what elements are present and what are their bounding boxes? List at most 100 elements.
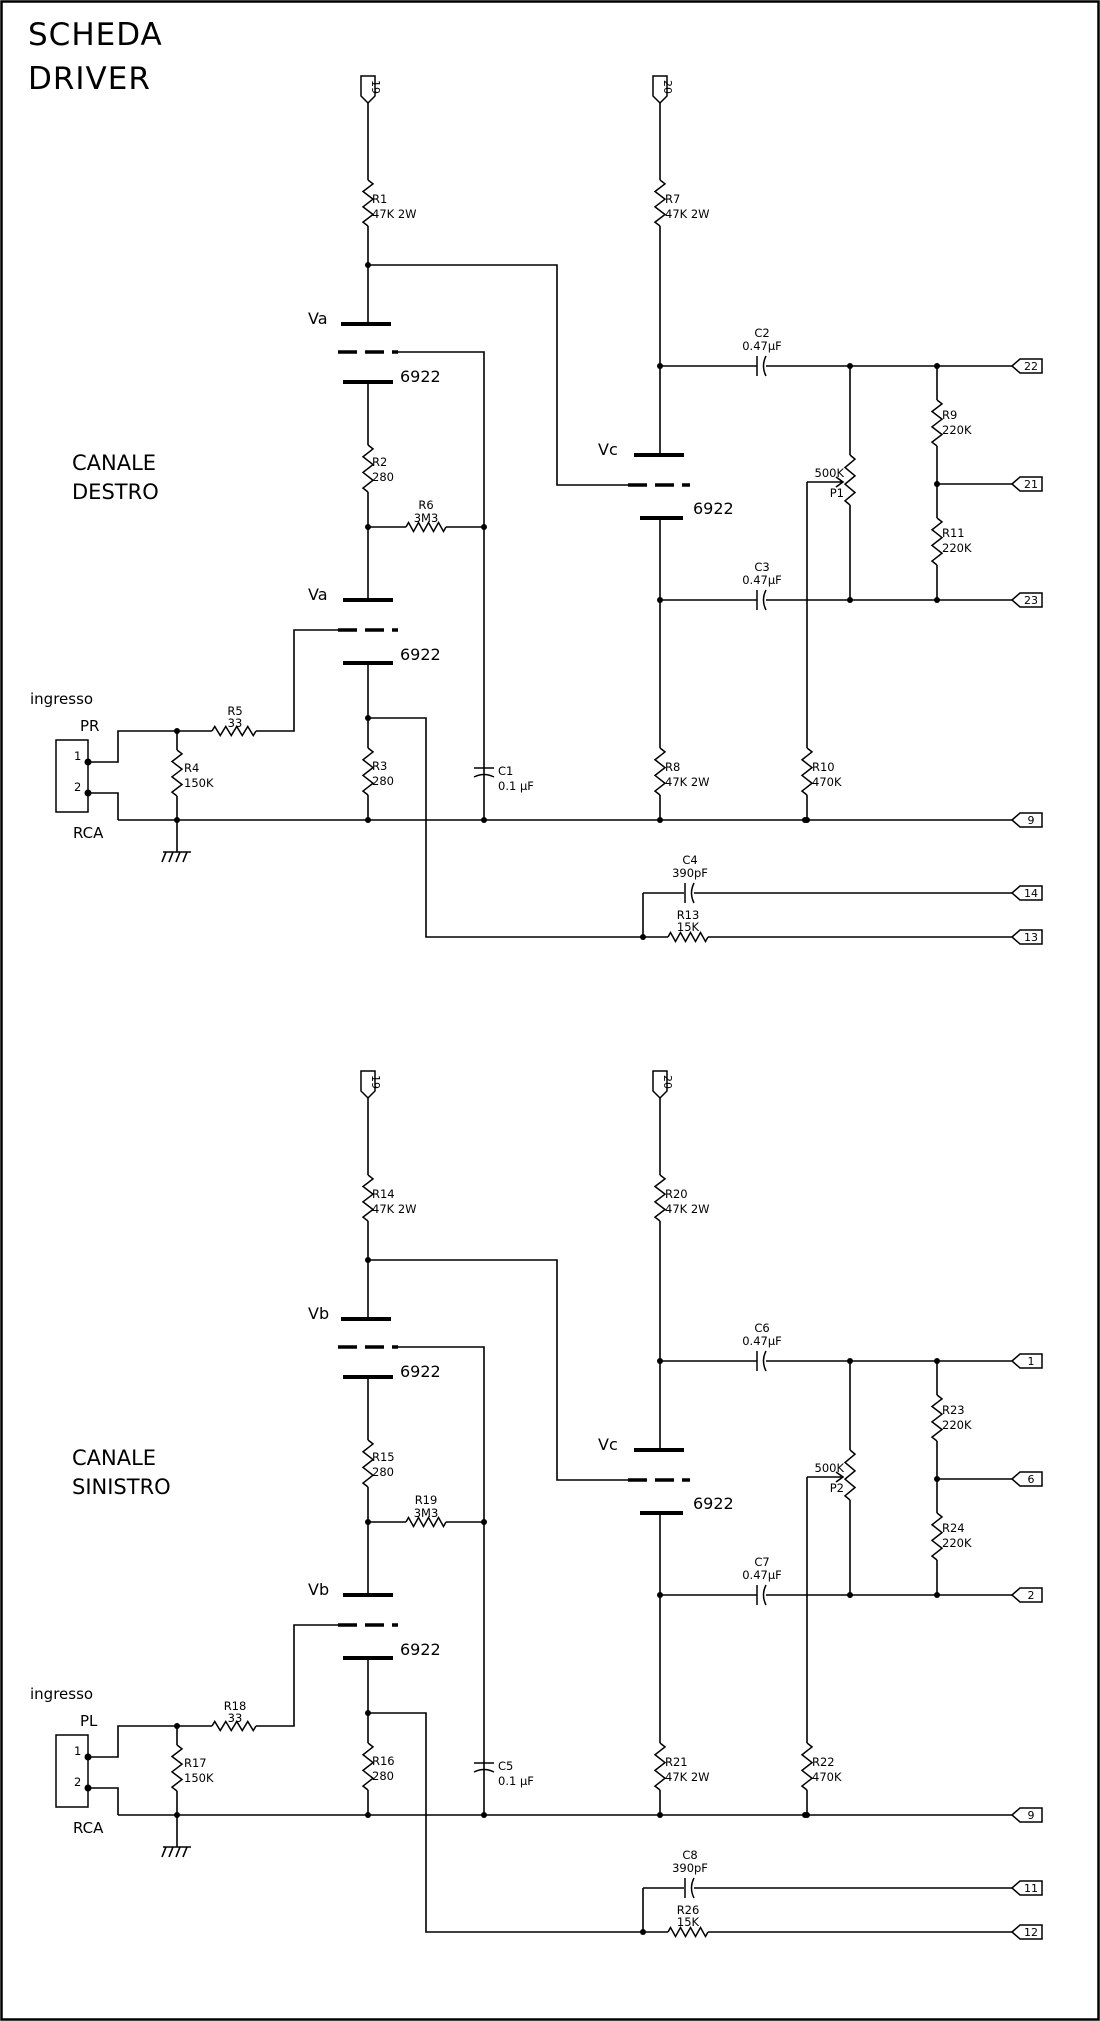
junction-dot: [481, 817, 487, 823]
component-ref: C6: [754, 1321, 769, 1335]
resistor-feedback: [405, 520, 447, 534]
component-ref: R7: [665, 192, 680, 206]
connector-outline: [1010, 1587, 1043, 1603]
connector-number: 20: [661, 1075, 674, 1089]
resistor-feedback-2: [667, 930, 709, 944]
wire: [368, 1712, 643, 1933]
resistor-grid: [170, 749, 184, 797]
wire: [368, 264, 628, 486]
component-value: 0.47µF: [742, 1334, 782, 1348]
capacitor-feedback: [684, 1877, 695, 1899]
jack-type: RCA: [73, 1819, 104, 1837]
output-connector: 23: [1010, 592, 1043, 608]
connector-number: 2: [1028, 1589, 1035, 1602]
capacitor-plate-curved: [690, 882, 695, 904]
connector-outline: [1010, 358, 1043, 374]
capacitor-output-2: [756, 1584, 767, 1606]
connector-number: 19: [369, 1075, 382, 1089]
connector-number: 9: [1028, 814, 1035, 827]
component-value: 33: [228, 1711, 243, 1725]
component-ref: R9: [942, 408, 957, 422]
resistor-cathode: [361, 1742, 375, 1791]
resistor-load-1: [361, 179, 375, 227]
capacitor-plate-curved: [690, 1877, 695, 1899]
component-value: 0.1 µF: [498, 1774, 534, 1788]
pin-number: 2: [74, 780, 81, 794]
component-ref: R16: [372, 1754, 395, 1768]
component-value: 220K: [942, 1536, 972, 1550]
component-value: 280: [372, 470, 394, 484]
component-value: 33: [228, 716, 243, 730]
capacitor-bypass: [473, 1762, 495, 1773]
component-ref: C8: [682, 1848, 697, 1862]
connector-number: 1: [1028, 1355, 1035, 1368]
wire: [398, 351, 485, 820]
potentiometer: [843, 454, 857, 506]
tube-type: 6922: [400, 645, 441, 664]
component-value: 220K: [942, 541, 972, 555]
supply-connector: 19: [360, 1070, 382, 1100]
component-value: 15K: [677, 1915, 700, 1929]
component-value: 390pF: [672, 866, 708, 880]
wire: [256, 1624, 338, 1727]
wire: [368, 1259, 628, 1481]
component-value: 280: [372, 774, 394, 788]
pin-number: 1: [74, 749, 81, 763]
output-connector: 9: [1010, 1807, 1043, 1823]
output-connector: 22: [1010, 358, 1043, 374]
resistor-divider-2: [930, 517, 944, 566]
channel-name: CANALE: [72, 451, 156, 475]
component-value: 500K: [815, 1461, 845, 1475]
component-value: 470K: [812, 775, 842, 789]
output-connector: 14: [1010, 885, 1043, 901]
component-value: 280: [372, 1769, 394, 1783]
output-connector: 21: [1010, 476, 1043, 492]
capacitor-plate-curved: [762, 1584, 767, 1606]
component-value: 47K 2W: [665, 1770, 710, 1784]
component-value: 3M3: [414, 511, 439, 525]
component-value: 3M3: [414, 1506, 439, 1520]
output-connector: 2: [1010, 1587, 1043, 1603]
output-connector: 12: [1010, 1924, 1043, 1940]
junction-dot: [804, 817, 810, 823]
component-value: 280: [372, 1465, 394, 1479]
resistor-feedback: [405, 1515, 447, 1529]
connector-outline: [1010, 1471, 1043, 1487]
component-ref: R19: [415, 1493, 438, 1507]
tube-supply-label: Vc: [598, 1435, 618, 1454]
tube-type: 6922: [693, 1494, 734, 1513]
resistor-input: [211, 1720, 257, 1732]
rca-jack: [55, 1734, 89, 1808]
output-connector: 1: [1010, 1353, 1043, 1369]
supply-connector: 20: [652, 1070, 674, 1100]
component-value: 150K: [184, 1771, 214, 1785]
capacitor-bypass: [473, 767, 495, 778]
resistor-pot: [800, 1742, 814, 1791]
connector-number: 13: [1024, 931, 1038, 944]
supply-connector: 19: [360, 75, 382, 105]
capacitor-output-2: [756, 589, 767, 611]
component-ref: P2: [830, 1481, 844, 1495]
connector-number: 23: [1024, 594, 1038, 607]
capacitor-output-1: [756, 355, 767, 377]
component-ref: R4: [184, 761, 199, 775]
wire: [88, 1725, 177, 1758]
component-ref: R2: [372, 455, 387, 469]
title-line-1: SCHEDA: [28, 17, 163, 53]
resistor-divider-1: [930, 399, 944, 447]
component-ref: P1: [830, 486, 844, 500]
connector-outline: [1010, 1807, 1043, 1823]
connector-outline: [360, 75, 376, 105]
connector-outline: [1010, 929, 1043, 945]
resistor-cathode-2: [653, 1742, 667, 1791]
capacitor-output-1: [756, 1350, 767, 1372]
tube-supply-label: Va: [308, 585, 328, 604]
wire: [88, 1787, 119, 1815]
junction-dot: [481, 524, 487, 530]
tube-type: 6922: [400, 367, 441, 386]
component-ref: C3: [754, 560, 769, 574]
component-value: 47K 2W: [665, 775, 710, 789]
component-value: 47K 2W: [372, 207, 417, 221]
connector-outline: [1010, 1353, 1043, 1369]
